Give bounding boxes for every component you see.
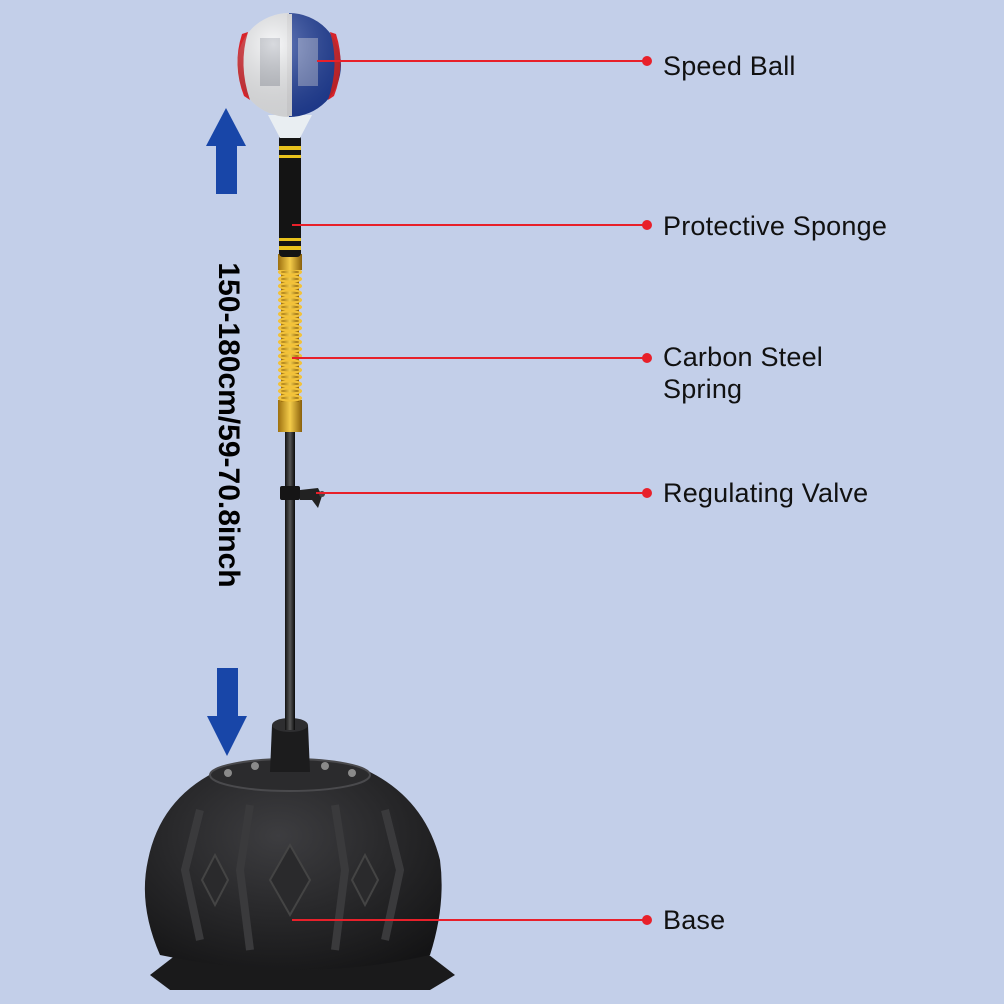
spring-coil xyxy=(277,296,303,304)
label-speed-ball: Speed Ball xyxy=(663,51,796,81)
label-base: Base xyxy=(663,905,726,935)
label-spring-line1: Carbon Steel xyxy=(663,342,823,372)
spring-coil xyxy=(277,366,303,374)
label-spring-line2: Spring xyxy=(663,374,743,404)
spring-coil xyxy=(277,352,303,360)
spring-part xyxy=(277,254,303,432)
height-dimension-label: 150-180cm/59-70.8inch xyxy=(212,262,245,588)
leader-lines xyxy=(292,56,652,925)
spring-coil xyxy=(277,317,303,325)
up-arrow-icon xyxy=(206,108,246,194)
pole xyxy=(285,430,295,730)
spring-coil xyxy=(277,345,303,353)
spring-coil xyxy=(277,373,303,381)
spring-coil xyxy=(277,338,303,346)
spring-coil xyxy=(277,380,303,388)
speed-ball-part xyxy=(237,13,341,138)
spring-coil xyxy=(277,303,303,311)
down-arrow-icon xyxy=(207,668,247,756)
label-regulating-valve: Regulating Valve xyxy=(663,478,869,508)
spring-coil xyxy=(277,282,303,290)
spring-coil xyxy=(277,289,303,297)
spring-coil xyxy=(277,394,303,402)
label-carbon-steel-spring: Carbon Steel Spring xyxy=(663,341,823,405)
spring-coil xyxy=(277,275,303,283)
protective-sponge-part xyxy=(279,135,301,257)
spring-coil xyxy=(277,359,303,367)
label-protective-sponge: Protective Sponge xyxy=(663,211,888,241)
spring-coil xyxy=(277,324,303,332)
spring-coil xyxy=(277,310,303,318)
spring-coil xyxy=(277,331,303,339)
spring-coil xyxy=(277,387,303,395)
base-unit xyxy=(144,718,455,990)
